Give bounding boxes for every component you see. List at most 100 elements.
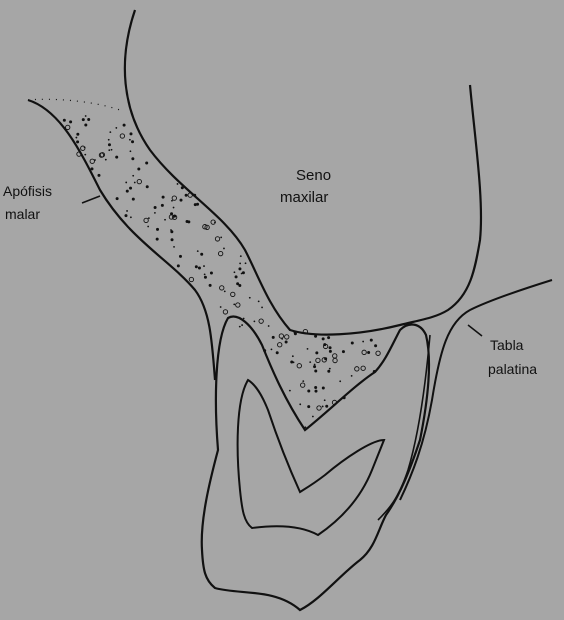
- bone-pore: [236, 303, 240, 307]
- bone-dot: [69, 120, 72, 123]
- bone-dot: [147, 226, 149, 228]
- bone-dot: [351, 375, 353, 377]
- bone-dot: [258, 301, 260, 303]
- bone-dot: [129, 139, 131, 141]
- bone-dot: [204, 273, 206, 275]
- bone-dot: [108, 139, 110, 141]
- bone-dot: [116, 197, 119, 200]
- palatal-pointer: [468, 325, 482, 336]
- bone-dot: [109, 131, 111, 133]
- bone-dot: [129, 132, 132, 135]
- malar-label-2: malar: [5, 205, 40, 224]
- bone-dot: [223, 248, 225, 250]
- bone-dot: [173, 246, 175, 248]
- bone-dot: [324, 357, 327, 360]
- malar-label: Apófisis: [3, 182, 52, 201]
- bone-dot: [249, 297, 251, 299]
- bone-pore: [137, 179, 141, 183]
- bone-dot: [329, 350, 332, 353]
- bone-dot: [130, 216, 132, 218]
- bone-dot: [220, 306, 222, 308]
- bone-pore: [279, 334, 283, 338]
- bone-dot: [370, 339, 373, 342]
- bone-dot: [164, 219, 166, 221]
- bone-dot: [245, 262, 247, 264]
- bone-pore: [333, 358, 337, 362]
- bone-pore: [376, 351, 380, 355]
- bone-pore: [220, 286, 224, 290]
- sinus-label: Seno: [296, 166, 331, 185]
- bone-dot: [233, 304, 235, 306]
- palatal-plate-contour: [400, 280, 552, 500]
- bone-dot: [131, 157, 134, 160]
- bone-dot: [124, 214, 127, 217]
- malar-label-line1: Apófisis: [3, 182, 52, 201]
- bone-dot: [329, 346, 332, 349]
- bone-dot: [204, 276, 207, 279]
- bone-dot: [329, 368, 331, 370]
- bone-dot: [302, 380, 304, 382]
- bone-dot: [327, 370, 330, 373]
- palatal-label-2: palatina: [488, 360, 537, 379]
- bone-dot: [185, 194, 188, 197]
- bone-dot: [342, 350, 345, 353]
- bone-dot: [367, 351, 370, 354]
- bone-dot: [322, 337, 325, 340]
- bone-dot: [177, 264, 180, 267]
- bone-pore: [120, 134, 124, 138]
- bone-dot: [154, 212, 156, 214]
- malar-label-line2: malar: [5, 205, 40, 224]
- bone-pore: [297, 364, 301, 368]
- malar-pointer: [82, 196, 100, 203]
- bone-pore: [215, 237, 219, 241]
- bone-dot: [214, 221, 216, 223]
- bone-dot: [281, 338, 283, 340]
- bone-pore: [169, 215, 173, 219]
- bone-pore: [259, 319, 263, 323]
- bone-dot: [180, 199, 183, 202]
- alveolar-bone-edge: [28, 99, 120, 110]
- bone-pore: [362, 350, 366, 354]
- bone-dot: [203, 265, 205, 267]
- bone-dot: [87, 118, 90, 121]
- bone-dot: [132, 175, 134, 177]
- bone-dot: [339, 380, 341, 382]
- bone-dot: [235, 275, 238, 278]
- bone-dot: [234, 271, 236, 273]
- bone-dot: [129, 187, 132, 190]
- sinus-label-line2: maxilar: [280, 188, 328, 207]
- bone-dot: [292, 355, 294, 357]
- malar-outer-contour: [28, 100, 215, 380]
- bone-dot: [224, 290, 226, 292]
- bone-pore: [189, 277, 193, 281]
- bone-dot: [156, 238, 159, 241]
- bone-dot: [108, 149, 110, 151]
- bone-dot: [161, 204, 164, 207]
- bone-dot: [76, 133, 79, 136]
- bone-dot: [85, 115, 87, 117]
- bone-dot: [108, 143, 111, 146]
- bone-pore: [90, 159, 94, 163]
- bone-dot: [134, 182, 136, 184]
- bone-dot: [253, 321, 255, 323]
- bone-dot: [322, 406, 324, 408]
- bone-dot: [200, 253, 203, 256]
- bone-dot: [239, 263, 241, 265]
- bone-dot: [351, 341, 354, 344]
- bone-stipple: [63, 115, 380, 428]
- bone-pore: [361, 366, 365, 370]
- bone-dot: [314, 390, 317, 393]
- bone-dot: [327, 336, 330, 339]
- bone-dot: [156, 228, 159, 231]
- bone-dot: [314, 386, 317, 389]
- bone-dot: [196, 203, 199, 206]
- bone-dot: [322, 387, 325, 390]
- palatal-label-line2: palatina: [488, 360, 537, 379]
- palatal-label-line1: Tabla: [490, 336, 523, 355]
- sinus-label-line1: Seno: [296, 166, 331, 185]
- palatal-label: Tabla: [490, 336, 523, 355]
- bone-dot: [261, 307, 263, 309]
- bone-dot: [115, 156, 118, 159]
